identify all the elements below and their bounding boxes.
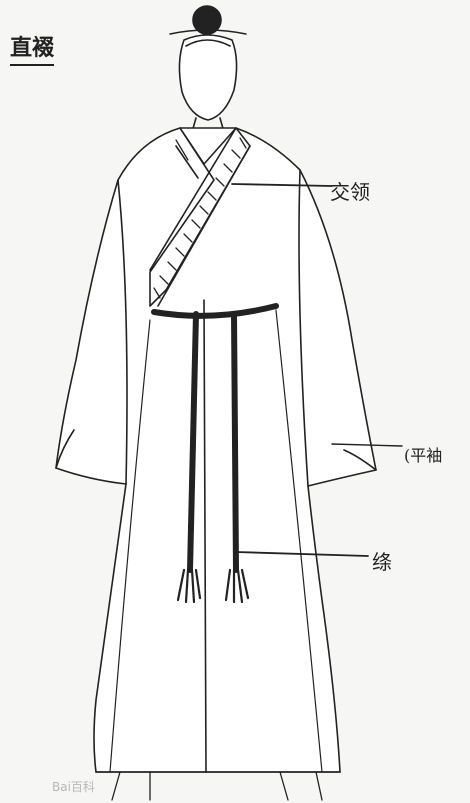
label-collar: 交领	[330, 176, 370, 205]
watermark: Bai百科	[52, 778, 95, 795]
head	[170, 6, 246, 132]
label-sleeve: (平袖	[404, 442, 442, 466]
face-outline	[179, 35, 236, 120]
label-sash: 绦	[372, 546, 392, 575]
diagram-title: 直裰	[10, 30, 54, 66]
robe-outline	[56, 128, 376, 772]
feet	[112, 772, 322, 800]
